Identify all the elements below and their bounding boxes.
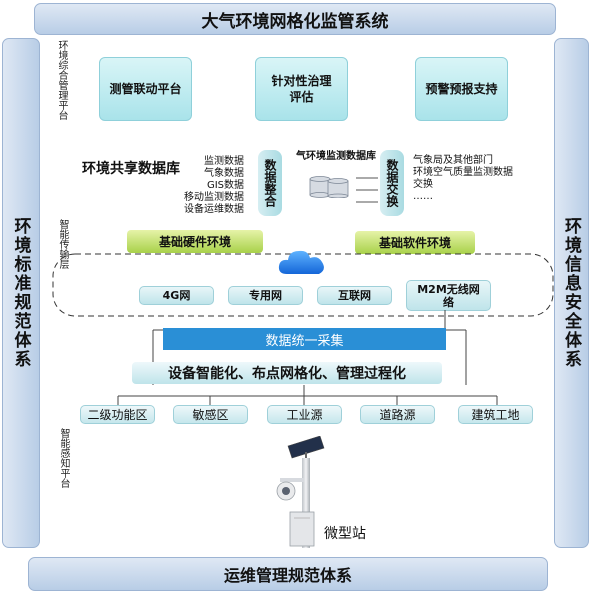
data-collect-bar: 数据统一采集	[163, 328, 446, 350]
shared-db-items: 监测数据 气象数据 GIS数据 移动监测数据 设备运维数据	[170, 156, 244, 216]
source-road: 道路源	[360, 405, 435, 424]
micro-station-label: 微型站	[324, 526, 366, 542]
source-construction: 建筑工地	[458, 405, 533, 424]
database-icon	[309, 176, 349, 198]
title-band: 大气环境网格化监管系统	[34, 3, 556, 35]
network-private: 专用网	[228, 286, 303, 305]
right-band: 环境信息安全体系	[554, 38, 589, 548]
micro-station-icon	[276, 436, 325, 548]
data-exchange-label: 数据交换	[385, 159, 399, 207]
network-m2m: M2M无线网络	[406, 280, 491, 311]
external-exchange-list: 气象局及其他部门 环境空气质量监测数据交换 ……	[413, 155, 521, 203]
data-exchange-pill: 数据交换	[380, 150, 404, 216]
list-item: 移动监测数据	[184, 192, 244, 203]
source-sensitive-zone: 敏感区	[173, 405, 248, 424]
mgmt-layer-label: 环境综合管理平台	[56, 40, 67, 120]
network-4g: 4G网	[139, 286, 214, 305]
platform-governance[interactable]: 针对性治理评估	[255, 57, 348, 121]
data-integrate-pill: 数据整合	[258, 150, 282, 216]
source-functional-zone: 二级功能区	[80, 405, 155, 424]
list-item: GIS数据	[206, 180, 244, 191]
source-industrial: 工业源	[267, 405, 342, 424]
system-title: 大气环境网格化监管系统	[201, 11, 389, 32]
database-connector-lines	[356, 177, 378, 203]
sense-layer-label: 智能感知平台	[58, 428, 69, 488]
software-env: 基础软件环境	[355, 231, 475, 254]
network-internet: 互联网	[317, 286, 392, 305]
list-item: 环境空气质量监测数据交换	[413, 167, 513, 190]
data-integrate-label: 数据整合	[263, 159, 277, 207]
platform-linkage[interactable]: 测管联动平台	[99, 57, 192, 121]
list-item: 气象局及其他部门	[413, 155, 493, 166]
left-band: 环境标准规范体系	[2, 38, 40, 548]
bottom-band: 运维管理规范体系	[28, 557, 548, 591]
list-item: 设备运维数据	[184, 204, 244, 215]
cloud-icon	[278, 250, 324, 274]
list-item: ……	[413, 191, 433, 202]
list-item: 监测数据	[204, 156, 244, 167]
shared-db-title: 环境共享数据库	[82, 161, 180, 177]
platform-warning[interactable]: 预警预报支持	[415, 57, 508, 121]
transmit-frame	[52, 253, 554, 317]
standards-system-label: 环境标准规范体系	[10, 217, 31, 369]
hardware-env: 基础硬件环境	[127, 230, 263, 253]
list-item: 气象数据	[204, 168, 244, 179]
ops-system-label: 运维管理规范体系	[223, 566, 352, 585]
transmit-layer-label: 智能传输层	[57, 219, 68, 269]
monitor-db-label: 气环境监测数据库	[296, 151, 376, 162]
device-line-bar: 设备智能化、布点网格化、管理过程化	[132, 362, 442, 384]
security-system-label: 环境信息安全体系	[561, 217, 581, 369]
